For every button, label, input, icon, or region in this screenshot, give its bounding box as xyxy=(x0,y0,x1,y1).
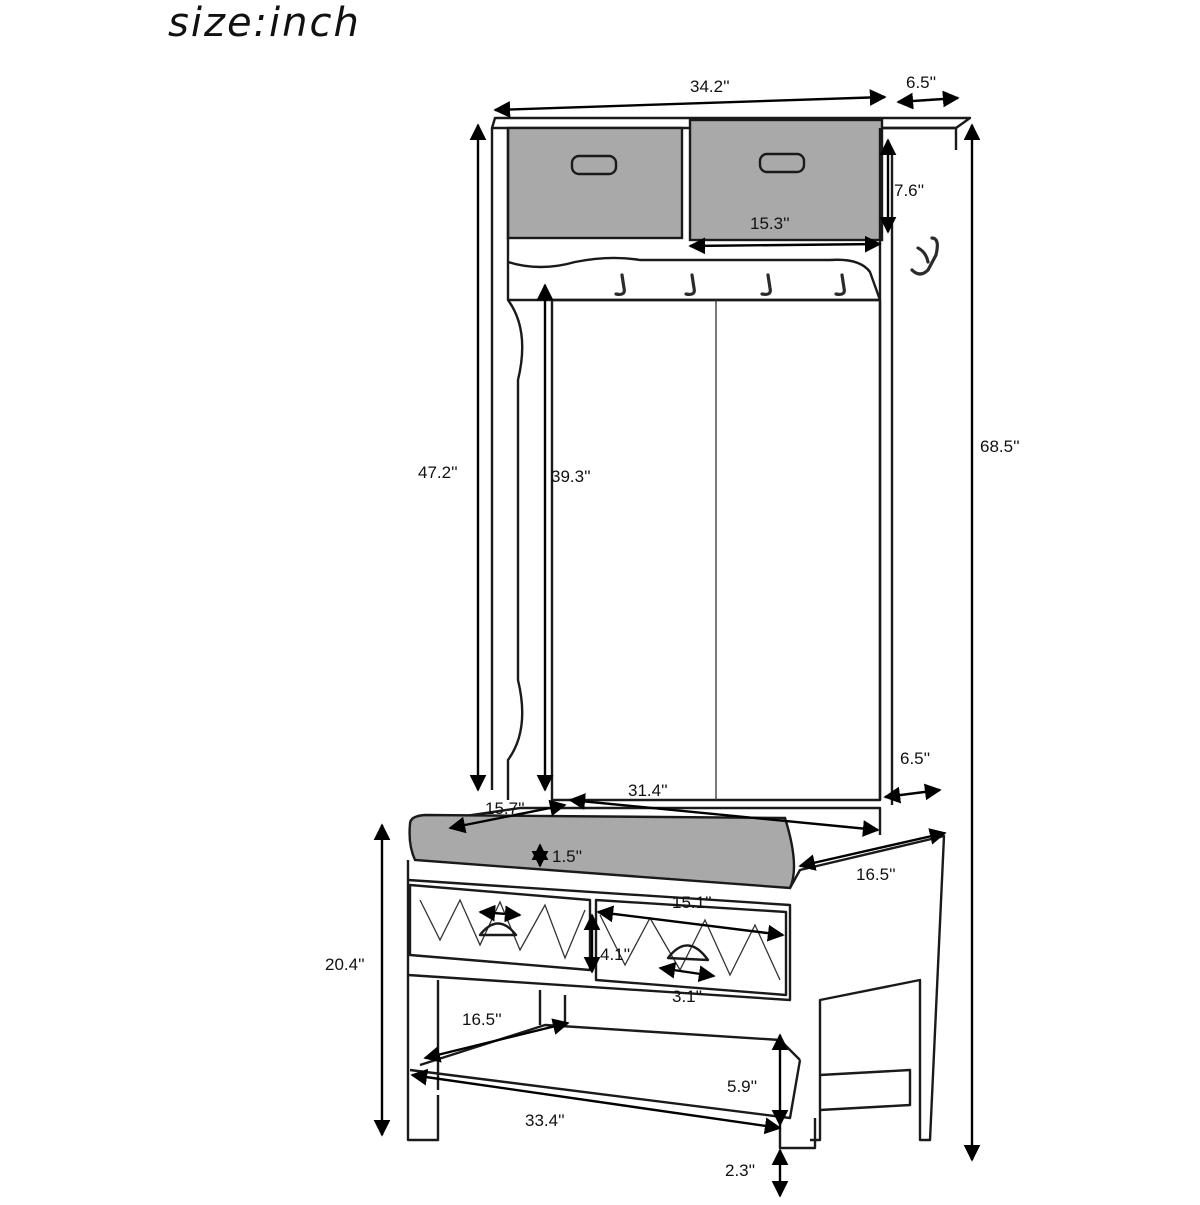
hook-icon xyxy=(760,273,772,296)
bench-legs xyxy=(436,980,567,1090)
label-frame-height: 47.2'' xyxy=(418,463,458,482)
label-cushion-width: 31.4'' xyxy=(628,781,668,800)
label-bench-height: 20.4'' xyxy=(325,955,365,974)
dim-line-cushion-width xyxy=(568,793,880,837)
label-bench-width: 33.4'' xyxy=(525,1111,565,1130)
storage-basket-left xyxy=(506,126,684,240)
label-side-depth: 6.5'' xyxy=(900,749,930,768)
dim-line-handle-width xyxy=(658,961,716,983)
drawer-pull-right xyxy=(666,944,710,962)
label-top-depth: 6.5'' xyxy=(906,73,936,92)
basket-handle-left xyxy=(570,154,618,176)
label-basket-width: 15.3'' xyxy=(750,214,790,233)
label-drawer-height: 4.1'' xyxy=(600,945,630,964)
label-shelf-depth: 16.5'' xyxy=(462,1010,502,1029)
dim-line-bench-width xyxy=(410,1068,782,1135)
hook-icon xyxy=(834,273,846,296)
basket-handle-right xyxy=(758,152,806,174)
drawer-pull-left xyxy=(478,922,518,937)
hook-icon xyxy=(614,273,626,296)
label-panel-height: 39.3'' xyxy=(551,467,591,486)
label-cushion-depth: 15.7'' xyxy=(485,799,525,818)
dim-line-top-depth xyxy=(896,90,960,110)
dim-line-cushion-depth xyxy=(448,799,567,834)
storage-basket-right xyxy=(688,118,884,242)
label-shelf-height: 5.9'' xyxy=(727,1077,757,1096)
drawer-left xyxy=(408,883,592,972)
label-total-height: 68.5'' xyxy=(980,437,1020,456)
seat-cushion xyxy=(408,813,796,890)
size-unit-title: size:inch xyxy=(168,0,361,46)
label-drawer-width: 15.1'' xyxy=(672,893,712,912)
hook-icon xyxy=(684,273,696,296)
bench-front-frame xyxy=(406,860,792,1142)
label-leg-height: 2.3'' xyxy=(725,1161,755,1180)
dim-line-side-depth xyxy=(883,783,942,804)
label-handle-width: 3.1'' xyxy=(672,987,702,1006)
label-bench-depth: 16.5'' xyxy=(856,865,896,884)
side-hook-icon xyxy=(910,236,939,276)
drawer-pattern xyxy=(419,898,586,960)
dim-line-top-width xyxy=(493,89,887,118)
dim-line-basket-width xyxy=(688,235,882,255)
top-side xyxy=(880,126,958,150)
dim-line-handle-left xyxy=(478,904,522,923)
label-basket-height: 7.6'' xyxy=(894,181,924,200)
dim-line-drawer-width xyxy=(596,905,785,942)
dimension-lines xyxy=(373,89,981,1198)
shelf-side xyxy=(819,1068,912,1112)
label-cushion-thickness: 1.5'' xyxy=(552,847,582,866)
shoe-shelf xyxy=(409,1023,802,1120)
dimension-labels: 34.2'' 6.5'' 7.6'' 15.3'' 68.5'' 47.2'' … xyxy=(325,73,1020,1180)
dim-line-bench-depth xyxy=(798,828,947,871)
label-top-width: 34.2'' xyxy=(690,77,730,96)
left-post xyxy=(490,128,524,800)
dim-line-shelf-depth xyxy=(423,1018,570,1063)
front-right-leg xyxy=(778,1118,817,1150)
